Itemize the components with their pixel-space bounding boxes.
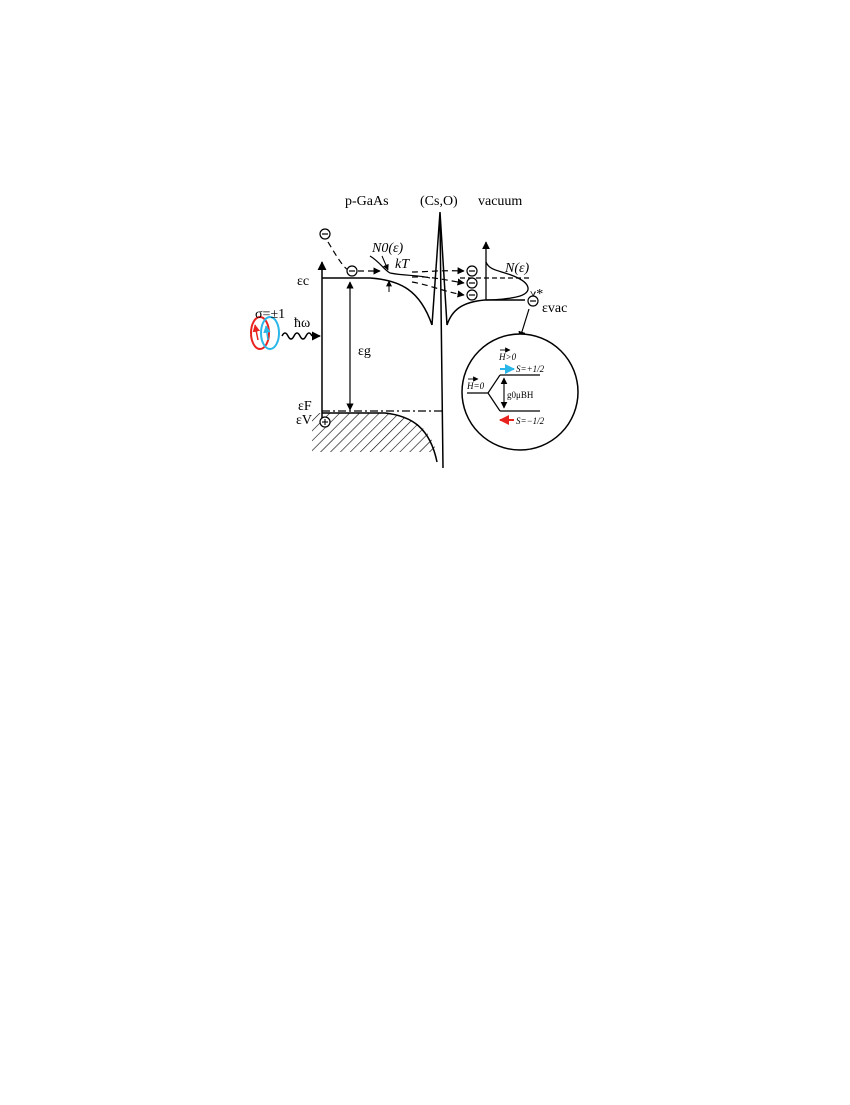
interface-wall: [439, 219, 444, 469]
inset-label-h-zero: H=0: [466, 381, 485, 391]
inset-label-h-pos: H>0: [498, 352, 517, 362]
polarization-blue-arrow: [263, 325, 271, 341]
label-eps-f: εF: [298, 399, 312, 414]
drift-arrow-4: [411, 281, 465, 298]
label-eps-g: εg: [358, 344, 371, 359]
polarization-blue-ring: [260, 316, 280, 350]
arrow-to-inset: [518, 308, 530, 339]
inset-label-splitting: g0μBH: [507, 390, 534, 400]
photon-wave: [281, 332, 313, 340]
polarization-red-arrow: [252, 324, 261, 341]
label-sigma: σ=±1: [255, 307, 285, 322]
inset-split-lines: [487, 374, 501, 412]
inset-label-s-down: S=−1/2: [516, 416, 545, 426]
relaxation-path: [327, 241, 353, 273]
n0-distribution-curve: [369, 255, 431, 279]
conduction-band-edge: [322, 277, 433, 326]
label-kt: kT: [395, 257, 410, 272]
valence-band-hatch: [312, 413, 436, 452]
valence-band-edge: [322, 412, 438, 463]
label-photon: ħω: [294, 316, 310, 331]
inset-label-s-up: S=+1/2: [516, 364, 545, 374]
vacuum-distribution-curve: [485, 261, 529, 301]
label-cs-o: (Cs,O): [420, 194, 458, 209]
label-n0: N0(ε): [371, 241, 404, 256]
label-vacuum: vacuum: [478, 194, 522, 209]
drift-arrow-2: [411, 267, 465, 275]
drift-arrow-3: [411, 276, 465, 286]
inset-circle: [461, 333, 579, 451]
interface-barrier: [431, 211, 525, 326]
label-p-gaas: p-GaAs: [345, 194, 389, 209]
label-eps-v: εV: [296, 413, 312, 428]
label-eps-c: εc: [297, 274, 309, 289]
emitted-electrons: [466, 265, 478, 301]
n0-pointer-arrow: [381, 255, 389, 271]
label-n-eps: N(ε): [504, 261, 530, 276]
label-eps-vac: εvac: [542, 301, 567, 316]
